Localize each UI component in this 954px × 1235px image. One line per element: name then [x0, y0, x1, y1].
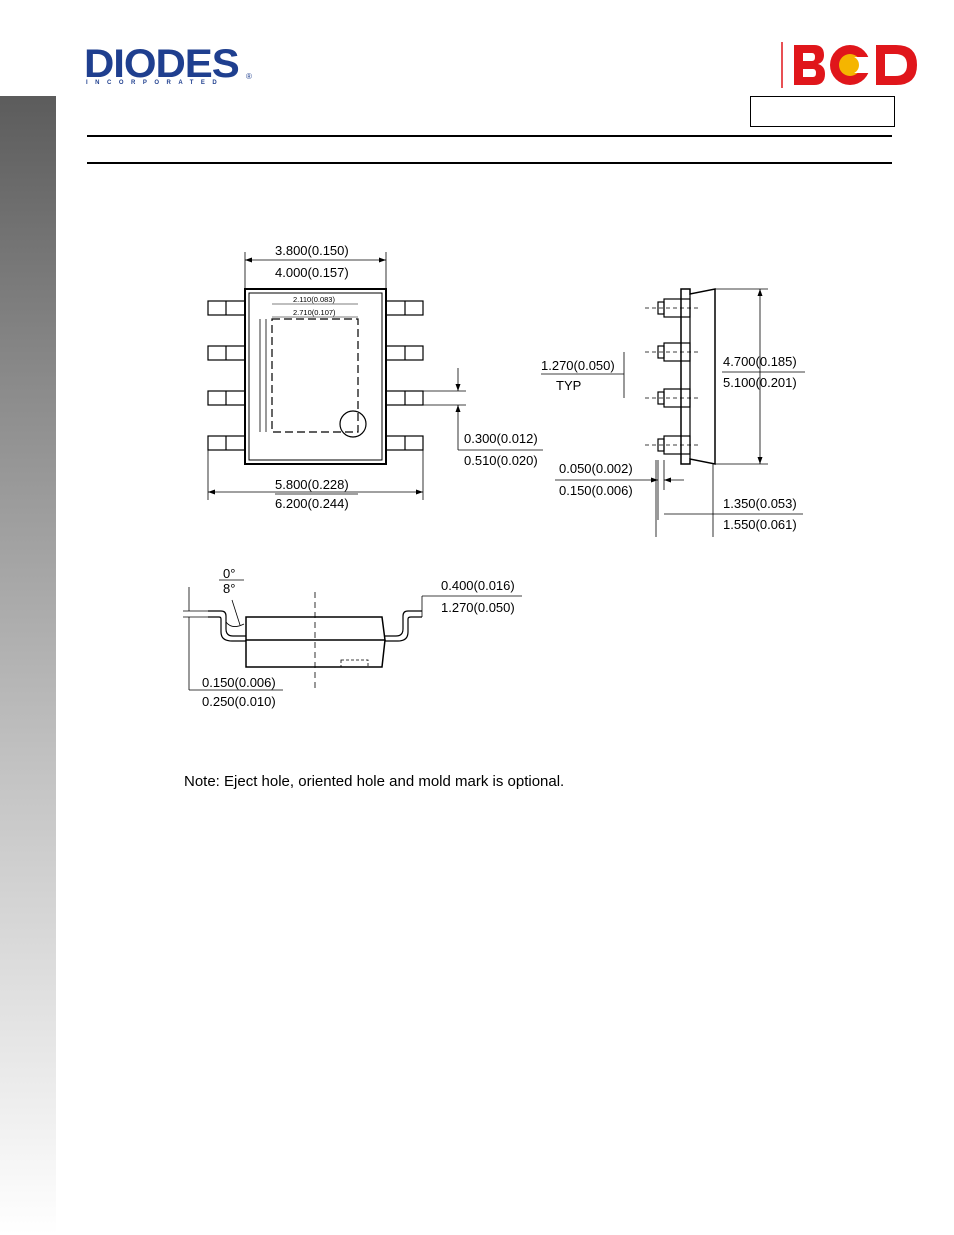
- page-side-band: [0, 96, 56, 1235]
- registered-mark: ®: [246, 72, 252, 81]
- diodes-logo: DIODES INCORPORATED ®: [84, 44, 254, 92]
- lead-width-max: 0.510(0.020): [464, 453, 538, 468]
- angle-min: 0°: [223, 566, 235, 581]
- header-label-box: [750, 96, 895, 127]
- height-min: 1.350(0.053): [723, 496, 797, 511]
- top-width-max: 4.000(0.157): [275, 265, 349, 280]
- length-max: 5.100(0.201): [723, 375, 797, 390]
- diodes-logo-word: DIODES: [84, 42, 240, 86]
- header-rule-bottom: [87, 162, 892, 164]
- side-view: [541, 288, 805, 537]
- angle-max: 8°: [223, 581, 235, 596]
- pad-width-min: 2.110(0.083): [293, 295, 335, 304]
- drawing-note: Note: Eject hole, oriented hole and mold…: [184, 773, 565, 790]
- diodes-logo-subtitle: INCORPORATED: [86, 80, 225, 86]
- bcd-logo: [781, 42, 917, 88]
- lead-thickness-max: 0.250(0.010): [202, 694, 276, 709]
- header-rule-top: [87, 135, 892, 137]
- span-max: 6.200(0.244): [275, 496, 349, 511]
- pitch-value: 1.270(0.050): [541, 358, 615, 373]
- standoff-max: 0.150(0.006): [559, 483, 633, 498]
- span-min: 5.800(0.228): [275, 477, 349, 492]
- end-view: [183, 579, 522, 691]
- standoff-min: 0.050(0.002): [559, 461, 633, 476]
- pitch-typ: TYP: [556, 378, 581, 393]
- top-view: [207, 252, 543, 500]
- foot-length-max: 1.270(0.050): [441, 600, 515, 615]
- top-width-min: 3.800(0.150): [275, 243, 349, 258]
- height-max: 1.550(0.061): [723, 517, 797, 532]
- lead-thickness-min: 0.150(0.006): [202, 675, 276, 690]
- length-min: 4.700(0.185): [723, 354, 797, 369]
- pad-width-max: 2.710(0.107): [293, 308, 336, 317]
- foot-length-min: 0.400(0.016): [441, 578, 515, 593]
- lead-width-min: 0.300(0.012): [464, 431, 538, 446]
